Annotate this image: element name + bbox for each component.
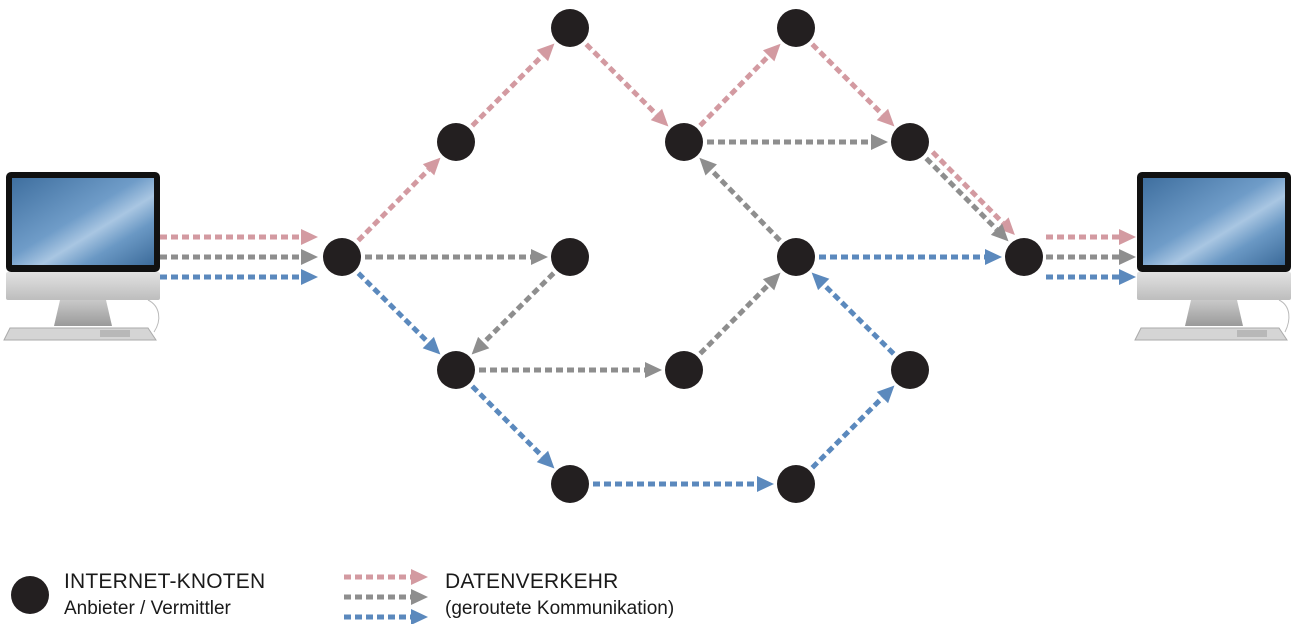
gray-traffic-arrow-arrowhead	[990, 223, 1009, 242]
legend-blue-arrow-arrowhead	[411, 609, 428, 624]
internet-node	[665, 351, 703, 389]
pink-traffic-arrow-arrowhead	[1119, 229, 1136, 245]
pink-traffic-arrow-line	[356, 167, 431, 243]
internet-node	[891, 351, 929, 389]
blue-traffic-arrow-arrowhead	[301, 269, 318, 285]
pink-traffic-arrow-line	[584, 42, 659, 117]
gray-traffic-arrow-arrowhead	[301, 249, 318, 265]
internet-node	[551, 465, 589, 503]
legend-gray-arrow-arrowhead	[411, 589, 428, 605]
internet-node	[777, 238, 815, 276]
gray-traffic-arrow-arrowhead	[645, 362, 662, 378]
legend-pink-arrow-arrowhead	[411, 569, 428, 585]
pink-traffic-arrow-arrowhead	[301, 229, 318, 245]
internet-node	[323, 238, 361, 276]
internet-node	[777, 465, 815, 503]
gray-traffic-arrow-arrowhead	[699, 157, 717, 176]
blue-traffic-arrow-arrowhead	[422, 336, 441, 355]
blue-traffic-arrow-arrowhead	[876, 385, 895, 404]
gray-traffic-arrow-line	[924, 156, 999, 232]
pink-traffic-arrow-arrowhead	[536, 43, 555, 62]
traffic-arrows	[160, 42, 1136, 492]
gray-traffic-arrow-line	[481, 271, 556, 345]
pink-traffic-arrow-line	[698, 54, 771, 128]
internet-node	[551, 9, 589, 47]
pink-traffic-arrow-arrowhead	[997, 217, 1015, 236]
internet-node	[777, 9, 815, 47]
gray-traffic-arrow-arrowhead	[471, 336, 490, 355]
gray-traffic-arrow-arrowhead	[1119, 249, 1136, 265]
pink-traffic-arrow-line	[810, 42, 885, 117]
pink-traffic-arrow-arrowhead	[422, 157, 441, 176]
blue-traffic-arrow-arrowhead	[811, 272, 830, 291]
internet-node	[1005, 238, 1043, 276]
gray-traffic-arrow-arrowhead	[871, 134, 888, 150]
gray-traffic-arrow-line	[698, 282, 771, 356]
blue-traffic-arrow-line	[356, 271, 431, 345]
pink-traffic-arrow-arrowhead	[876, 108, 895, 127]
blue-traffic-arrow-arrowhead	[985, 249, 1002, 265]
legend-node-title: INTERNET-KNOTEN	[64, 570, 266, 593]
legend-node-subtitle: Anbieter / Vermittler	[64, 598, 231, 619]
internet-node	[437, 123, 475, 161]
blue-traffic-arrow-line	[821, 282, 896, 356]
legend-traffic-title: DATENVERKEHR	[445, 570, 619, 593]
internet-nodes	[323, 9, 1043, 503]
internet-node	[551, 238, 589, 276]
internet-node	[665, 123, 703, 161]
blue-traffic-arrow-arrowhead	[1119, 269, 1136, 285]
legend	[11, 569, 428, 624]
pink-traffic-arrow-line	[930, 150, 1005, 225]
legend-node-icon	[11, 576, 49, 614]
pink-traffic-arrow-arrowhead	[762, 43, 781, 62]
legend-traffic-subtitle: (geroutete Kommunikation)	[445, 598, 675, 619]
gray-traffic-arrow-line	[709, 168, 782, 243]
legend-traffic-arrows	[344, 569, 428, 624]
blue-traffic-arrow-arrowhead	[536, 450, 555, 469]
blue-traffic-arrow-arrowhead	[757, 476, 774, 492]
internet-node	[437, 351, 475, 389]
blue-traffic-arrow-line	[810, 395, 885, 470]
pink-traffic-arrow-arrowhead	[650, 108, 669, 127]
gray-traffic-arrow-arrowhead	[762, 272, 781, 291]
blue-traffic-arrow-line	[470, 384, 545, 459]
pink-traffic-arrow-line	[470, 53, 545, 128]
gray-traffic-arrow-arrowhead	[531, 249, 548, 265]
sender-computer-icon	[3, 172, 160, 341]
internet-node	[891, 123, 929, 161]
receiver-computer-icon	[1134, 172, 1291, 341]
